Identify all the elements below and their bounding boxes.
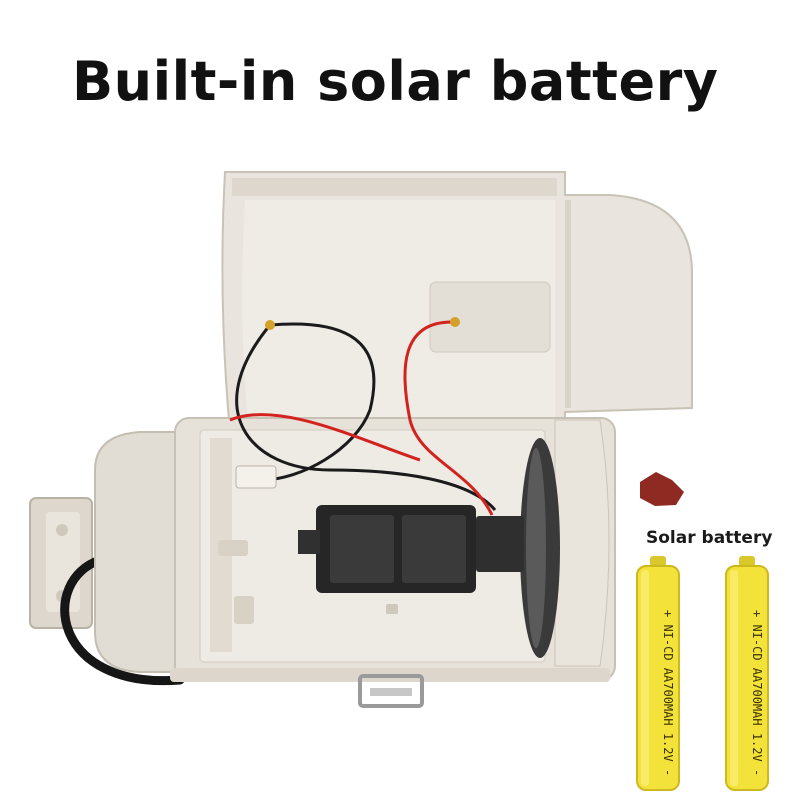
battery-label: Solar battery	[646, 528, 773, 548]
power-cable	[60, 555, 185, 686]
battery-holder	[298, 505, 524, 614]
badge-logo	[640, 472, 684, 506]
battery-cell-1: + NI-CD AA700MAH 1.2V -	[636, 556, 680, 791]
bottom-latch	[358, 674, 424, 708]
open-lid	[221, 171, 693, 433]
wires	[229, 317, 497, 516]
cell-text-1: + NI-CD AA700MAH 1.2V -	[661, 610, 675, 776]
headline: Built-in solar battery	[72, 50, 719, 113]
cell-text-2: + NI-CD AA700MAH 1.2V -	[750, 610, 764, 776]
battery-cell-2: + NI-CD AA700MAH 1.2V -	[725, 556, 769, 791]
lens-disk	[520, 438, 560, 658]
